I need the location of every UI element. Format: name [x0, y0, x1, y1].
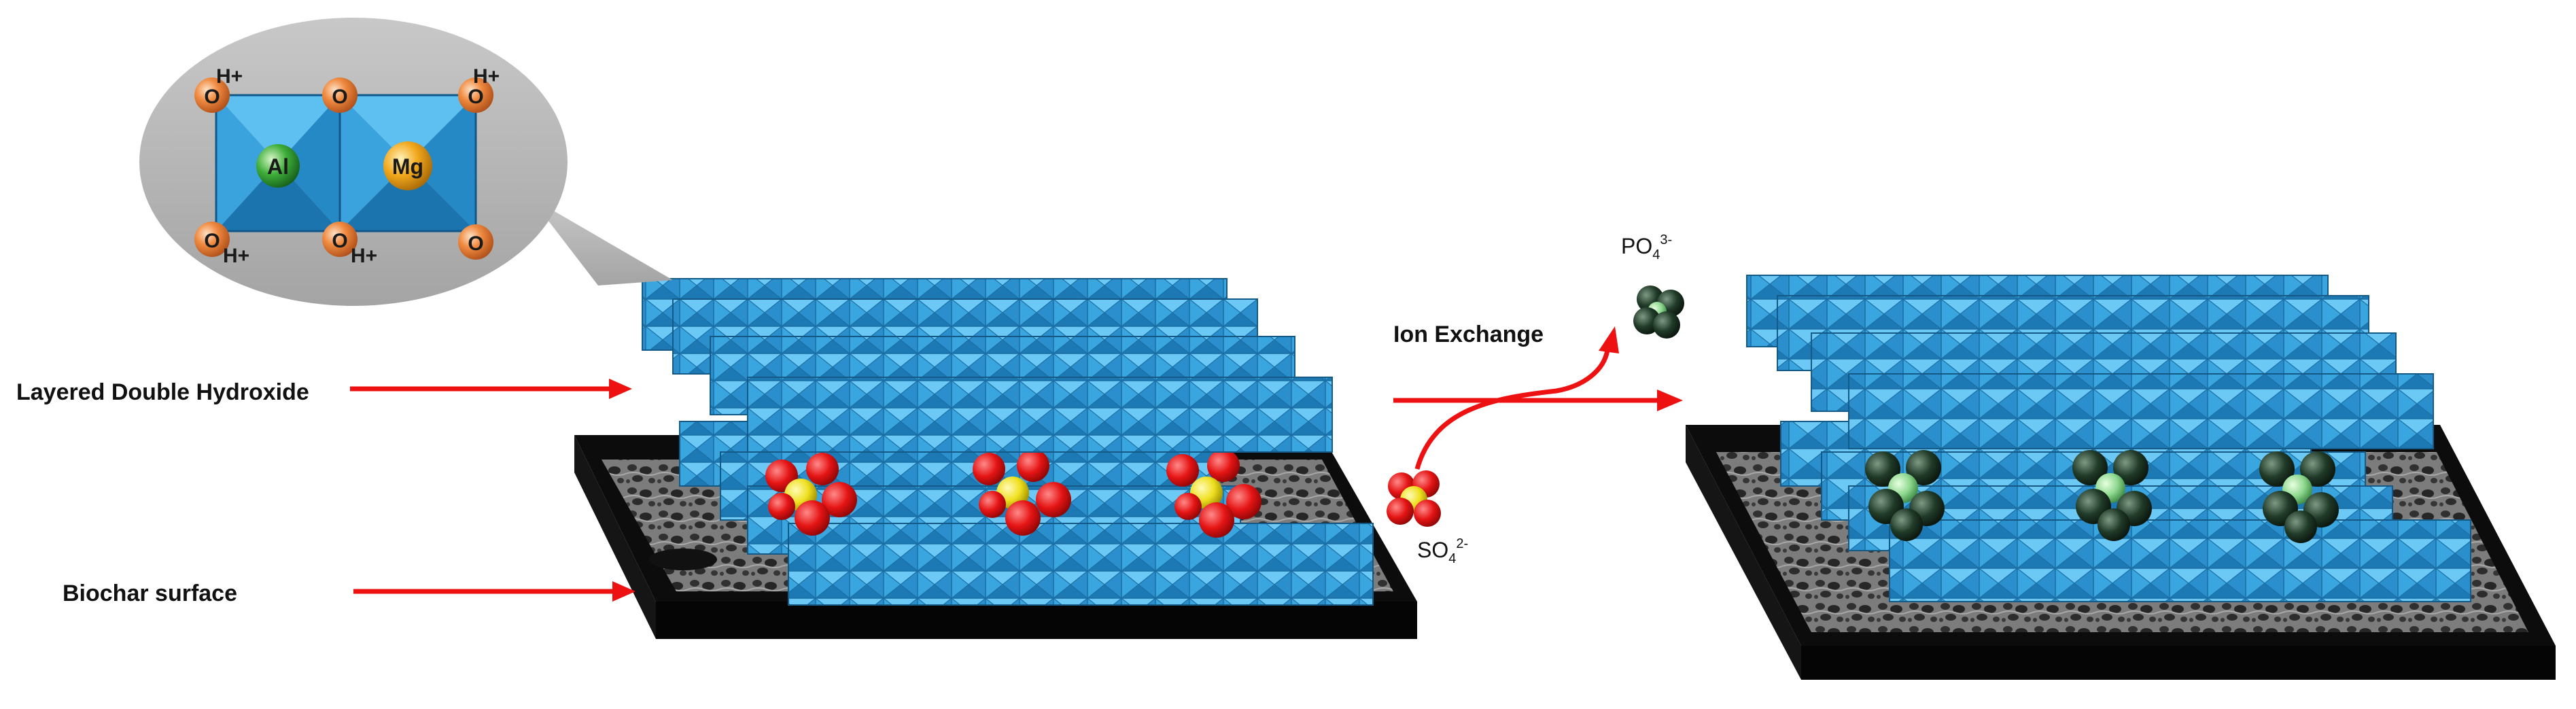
ion-exchange-label: Ion Exchange: [1393, 322, 1544, 347]
phosphate-formula: PO43-: [1621, 232, 1672, 262]
oxygen-atoms: O O O O O O: [194, 77, 493, 260]
phosphate-molecule: [1633, 286, 1684, 339]
biochar-pointer-arrow: [353, 581, 636, 602]
oxygen-atom: O: [458, 224, 493, 260]
oxygen-atom: O: [458, 77, 493, 113]
aluminum-atom: Al: [256, 144, 300, 188]
sulfate-ion-incoming: SO42-: [1387, 470, 1468, 566]
ldh-upper-stack-right: [1746, 275, 2434, 449]
ldh-upper-stack-left: [642, 278, 1333, 453]
oxygen-atom: O: [322, 77, 358, 113]
hydrogen-label: H+: [223, 245, 249, 267]
svg-text:O: O: [468, 232, 483, 255]
hydrogen-label: H+: [216, 65, 243, 88]
oxygen-atom: O: [322, 222, 358, 257]
sulfate-molecule: [1387, 470, 1441, 527]
ion-exchange-arrows: [1393, 326, 1683, 470]
ldh-pointer-arrow: [350, 379, 632, 399]
hydrogen-label: H+: [473, 65, 500, 88]
aluminum-symbol: Al: [267, 154, 289, 179]
sulfate-molecules-intercalated: [765, 449, 1261, 538]
oxygen-atom: O: [194, 77, 230, 113]
phosphate-molecule: [1865, 450, 1945, 541]
magnesium-atom: Mg: [383, 141, 432, 190]
octahedral-structure-inset: Al Mg O O O O O O H+ H+ H+ H+: [194, 65, 500, 267]
phosphate-ion-released: PO43-: [1621, 232, 1684, 339]
oxygen-atom: O: [194, 222, 230, 257]
svg-text:O: O: [204, 86, 220, 108]
octahedron-al: [215, 94, 341, 232]
hydrogen-labels: H+ H+ H+ H+: [216, 65, 500, 267]
magnesium-symbol: Mg: [392, 154, 423, 179]
ldh-label: Layered Double Hydroxide: [16, 379, 309, 405]
svg-text:O: O: [332, 230, 347, 252]
hydrogen-label: H+: [351, 245, 377, 267]
sulfate-molecule: [765, 453, 857, 536]
phosphate-molecule: [2259, 451, 2339, 543]
phosphate-molecule: [2072, 450, 2152, 541]
biochar-label: Biochar surface: [63, 581, 237, 606]
svg-text:O: O: [332, 86, 347, 108]
svg-text:O: O: [468, 86, 483, 108]
biochar-pore: [649, 549, 717, 570]
phosphate-molecules-intercalated: [1865, 450, 2339, 543]
svg-text:O: O: [204, 230, 220, 252]
sulfate-molecule: [973, 449, 1071, 536]
octahedron-mg: [338, 94, 477, 232]
sulfate-molecule: [1166, 449, 1261, 538]
sulfate-formula: SO42-: [1417, 536, 1468, 566]
